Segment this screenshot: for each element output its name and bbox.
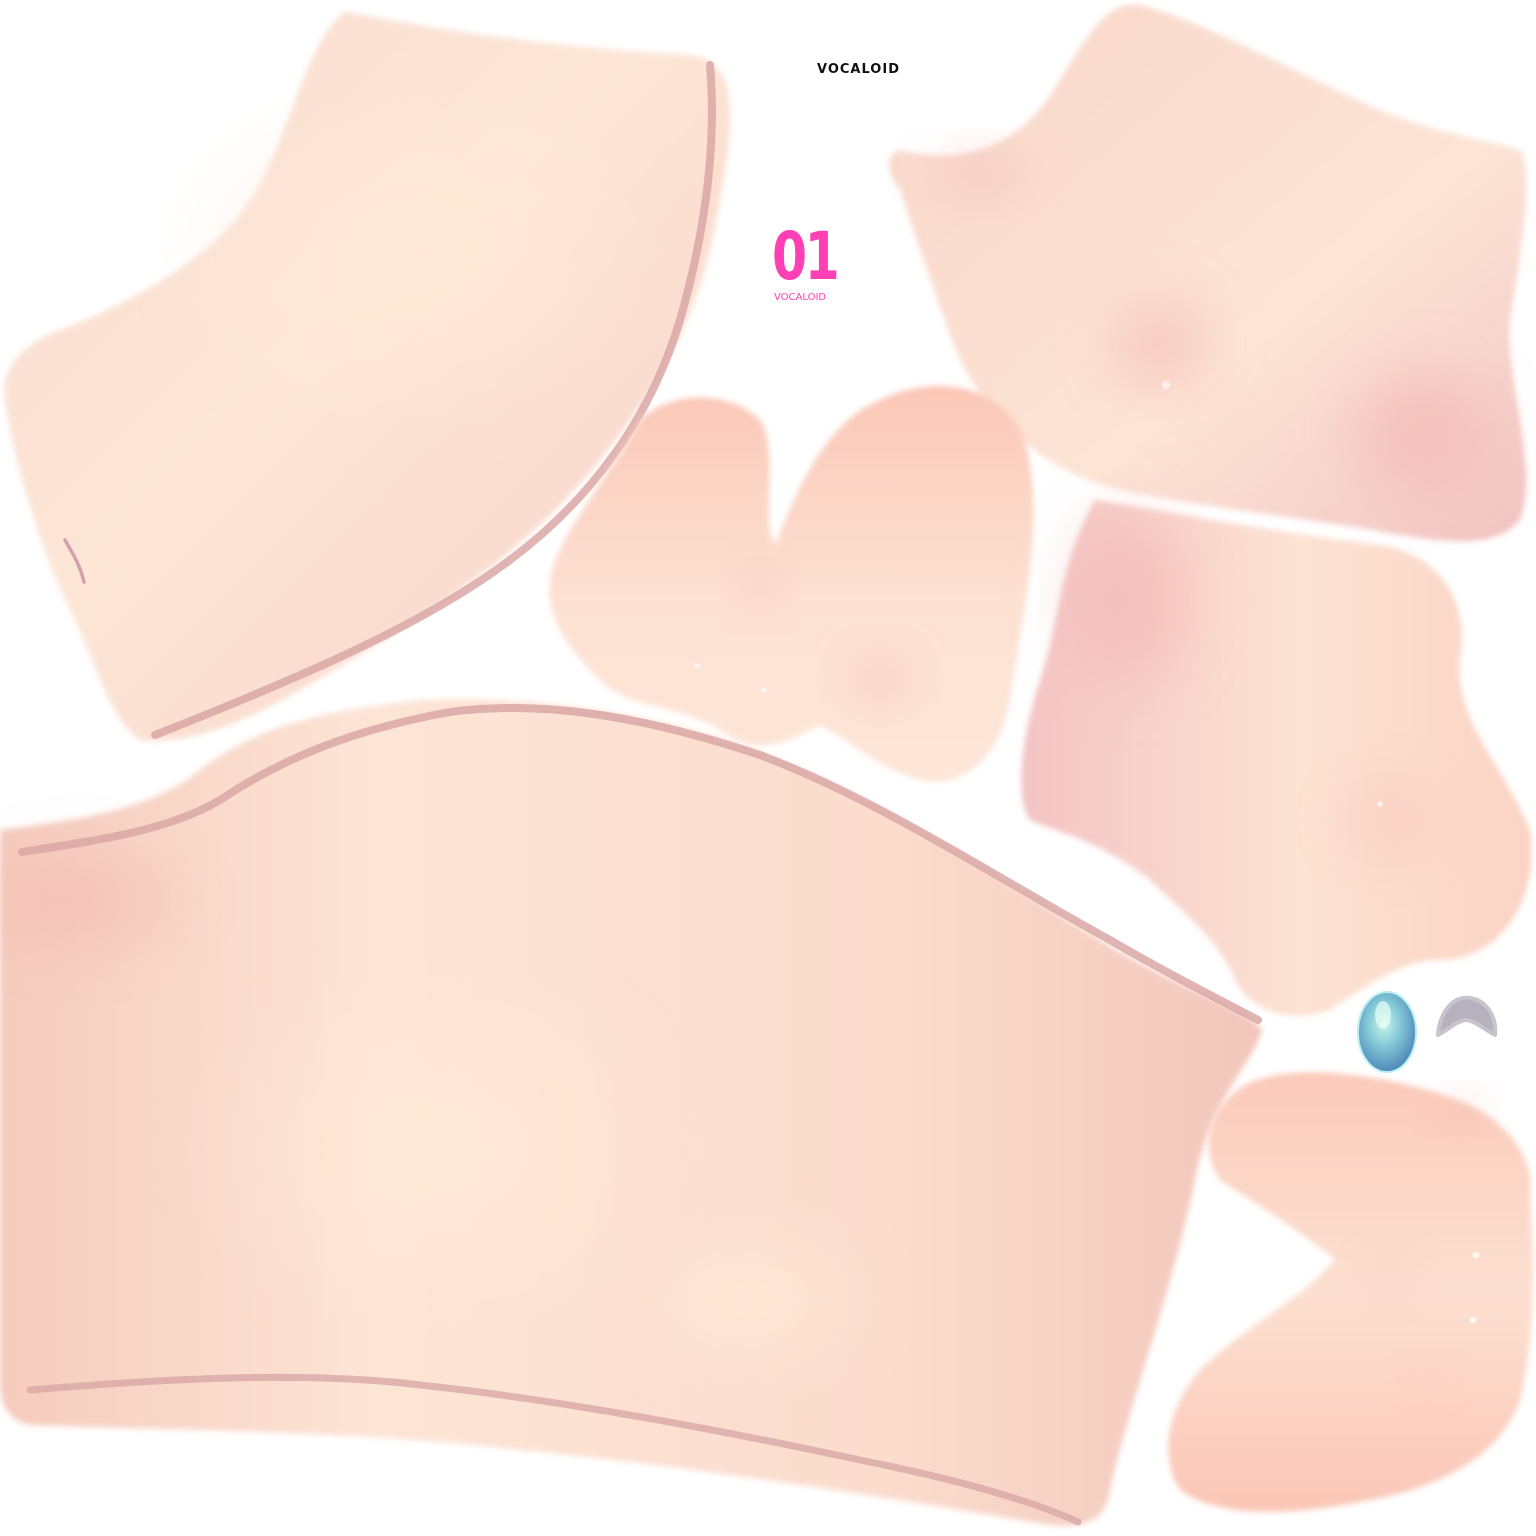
vocaloid-sub-label: VOCALOID: [774, 292, 827, 303]
upper-right-skin-panel: [888, 4, 1527, 542]
lower-large-skin-panel: [0, 699, 1262, 1526]
blue-gem-icon: [1357, 991, 1417, 1073]
number-01-label: 01: [772, 218, 840, 295]
grey-crescent-icon: [1436, 995, 1498, 1037]
right-mid-skin-panel: [1021, 480, 1532, 1016]
center-hand-skin-panel: [549, 385, 1034, 782]
vocaloid-top-label: VOCALOID: [817, 62, 900, 77]
upper-left-skin-panel: [4, 12, 731, 741]
lower-right-hand-skin-panel: [1168, 1072, 1534, 1512]
